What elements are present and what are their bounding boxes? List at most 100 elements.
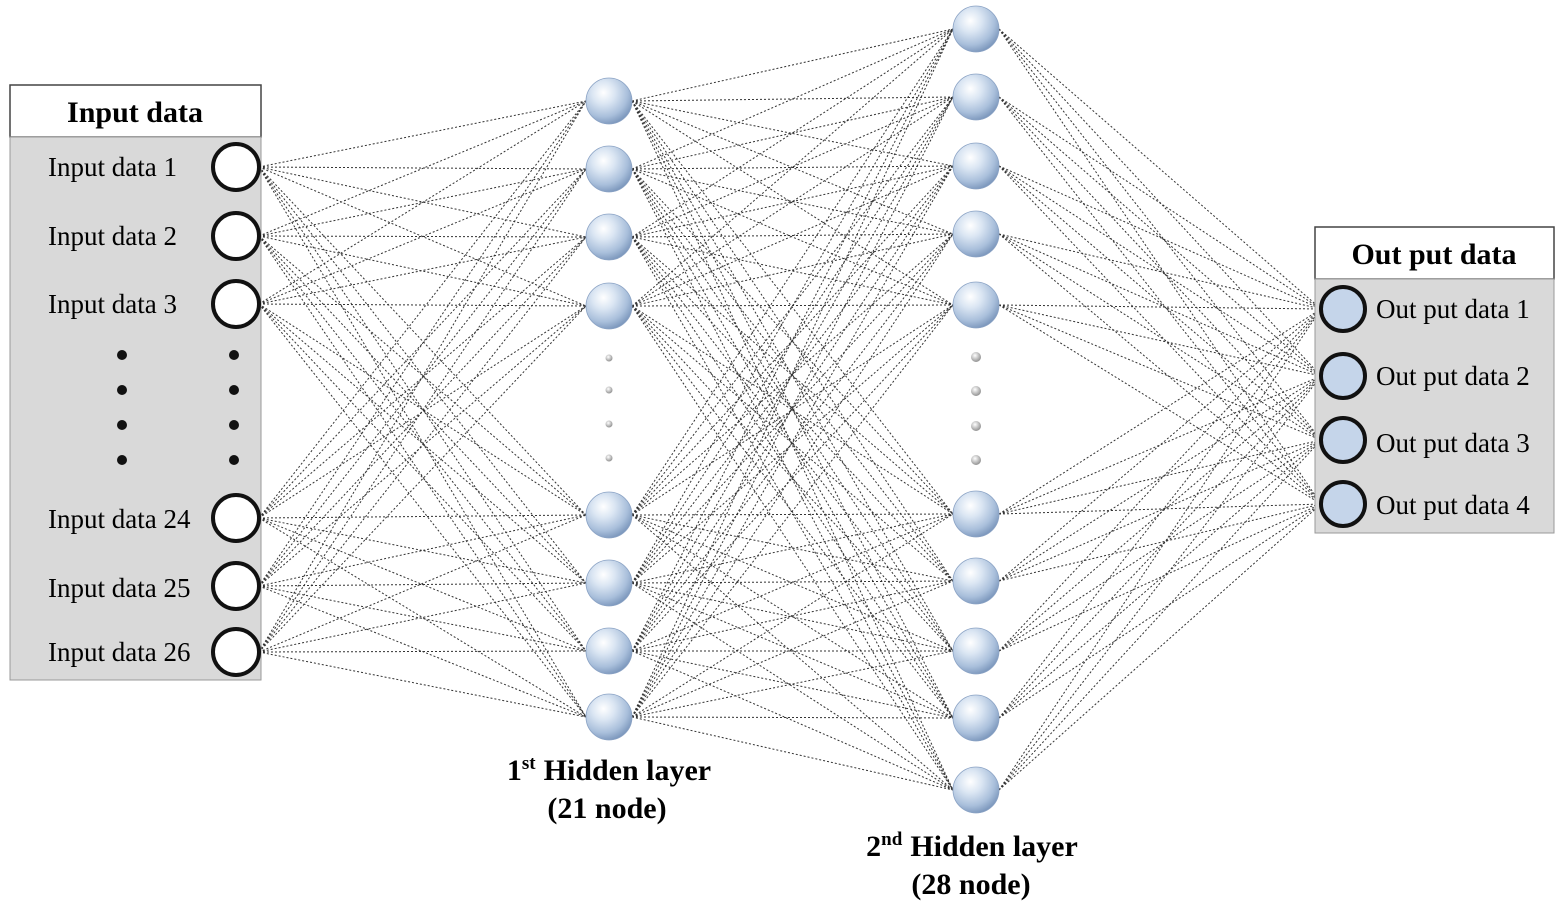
- connection-line: [258, 585, 587, 718]
- layer-name: Hidden layer: [544, 754, 712, 787]
- connection-line: [258, 235, 587, 718]
- connection-line: [631, 514, 954, 791]
- connection-line: [998, 308, 1322, 719]
- connection-line: [258, 585, 587, 652]
- hidden-layer-2-node: [952, 557, 1000, 605]
- connection-line: [998, 304, 1322, 505]
- hidden-layer-2-nodes: [952, 5, 1000, 814]
- connection-line: [631, 716, 954, 791]
- layer-name: Hidden layer: [910, 830, 1078, 863]
- input-label: Input data 2: [48, 221, 177, 251]
- hidden-layer-1-nodes: [585, 77, 633, 741]
- connection-line: [631, 236, 954, 515]
- connection-line: [631, 305, 954, 791]
- connection-line: [998, 233, 1322, 441]
- connection-line: [998, 375, 1322, 515]
- connection-line: [998, 233, 1322, 310]
- connection-line: [631, 28, 954, 718]
- hidden-layer-2-node: [952, 766, 1000, 814]
- layer-node-count: (28 node): [911, 868, 1030, 901]
- connection-line: [998, 28, 1322, 310]
- connection-line: [998, 503, 1322, 652]
- connection-line: [631, 236, 954, 791]
- connection-line: [631, 28, 954, 102]
- connection-line: [258, 168, 587, 653]
- connection-line: [998, 503, 1322, 791]
- connection-line: [998, 439, 1322, 652]
- connection-line: [998, 96, 1322, 441]
- connection-line: [258, 235, 587, 238]
- connection-line: [258, 305, 587, 653]
- input-node: [211, 493, 261, 543]
- input-ellipsis: [117, 350, 239, 465]
- connection-line: [258, 100, 587, 168]
- connection-line: [998, 96, 1322, 377]
- connection-line: [998, 165, 1322, 505]
- connection-line: [631, 96, 954, 718]
- connection-line: [258, 236, 587, 653]
- connection-line: [998, 308, 1322, 515]
- connection-line: [631, 28, 954, 584]
- connection-line: [258, 235, 587, 584]
- input-node: [211, 561, 261, 611]
- hidden-layer-2-node: [952, 694, 1000, 742]
- connection-line: [631, 96, 954, 584]
- connection-line: [258, 303, 587, 652]
- connection-line: [258, 166, 587, 170]
- connection-line: [631, 100, 954, 306]
- connection-line: [258, 650, 587, 653]
- connection-line: [631, 165, 954, 718]
- connection-line: [258, 303, 587, 307]
- connection-line: [998, 439, 1322, 791]
- connection-line: [998, 96, 1322, 310]
- connection-line: [258, 651, 587, 718]
- connection-line: [258, 517, 587, 652]
- connection-line: [631, 233, 954, 516]
- connection-line: [998, 308, 1322, 652]
- layer-ordinal: 2: [866, 830, 881, 863]
- connection-line: [631, 305, 954, 582]
- connection-line: [998, 304, 1322, 441]
- connection-line: [258, 100, 587, 519]
- connection-line: [631, 513, 954, 516]
- connection-lines: [258, 28, 1322, 791]
- hidden-layer-2-node: [952, 627, 1000, 675]
- connection-line: [631, 305, 954, 719]
- hidden-layer-2-node: [952, 73, 1000, 121]
- connection-line: [998, 375, 1322, 791]
- hidden-layer-1-node: [585, 213, 633, 261]
- hidden-layer-1-node: [585, 282, 633, 330]
- connection-line: [631, 233, 954, 584]
- connection-line: [998, 233, 1322, 505]
- connection-line: [258, 166, 587, 718]
- connection-line: [258, 235, 587, 652]
- connection-line: [258, 168, 587, 587]
- input-box-title: Input data: [67, 96, 203, 129]
- connection-line: [631, 650, 954, 719]
- connection-line: [998, 375, 1322, 719]
- hidden-layer-1-node: [585, 145, 633, 193]
- connection-line: [258, 514, 587, 519]
- connection-line: [258, 235, 587, 307]
- hidden-layer-1-node: [585, 77, 633, 125]
- input-labels: Input data 1 Input data 2 Input data 3 I…: [48, 152, 191, 667]
- connection-line: [258, 303, 587, 718]
- connection-line: [631, 28, 954, 516]
- connection-line: [998, 375, 1322, 652]
- connection-line: [258, 514, 587, 653]
- connection-line: [258, 517, 587, 584]
- output-node: [1319, 285, 1367, 333]
- output-label: Out put data 2: [1376, 361, 1530, 391]
- connection-line: [631, 513, 954, 718]
- layer-ordinal: 1: [507, 754, 522, 787]
- connection-line: [631, 28, 954, 652]
- connection-line: [258, 166, 587, 584]
- connection-line: [998, 304, 1322, 310]
- connection-line: [631, 168, 954, 652]
- input-label: Input data 3: [48, 289, 177, 319]
- connection-line: [998, 503, 1322, 719]
- connection-line: [631, 168, 954, 515]
- connection-line: [631, 100, 954, 515]
- connection-line: [258, 236, 587, 587]
